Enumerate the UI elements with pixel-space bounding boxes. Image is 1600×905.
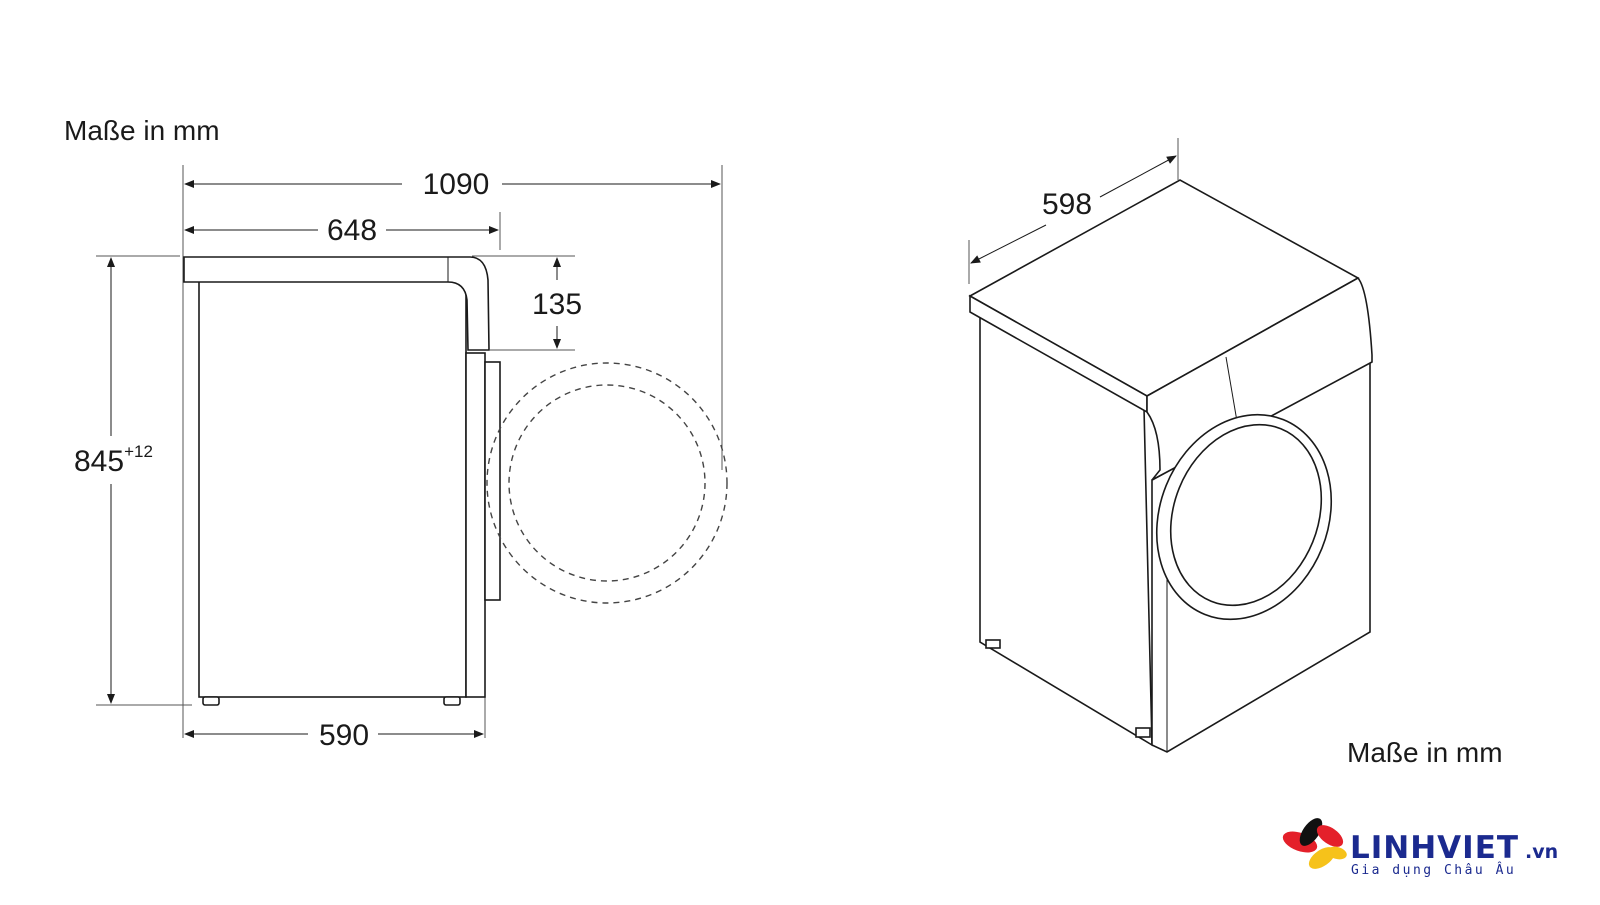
side-view-caption: Maße in mm: [64, 115, 220, 146]
logo-suffix: .vn: [1525, 841, 1558, 863]
dim-label-845: 845+12: [74, 442, 153, 478]
flower-icon: [1282, 818, 1347, 869]
iso-door-inner: [1169, 423, 1323, 607]
side-body: [198, 279, 467, 698]
dim-label-135: 135: [532, 288, 582, 321]
iso-dim-line-right: [1099, 155, 1177, 198]
dim-label-590: 590: [319, 719, 369, 752]
side-top-plate: [183, 256, 490, 351]
dim-tolerance-845: +12: [124, 442, 153, 461]
dim-label-1090: 1090: [423, 168, 490, 201]
iso-foot-rear: [985, 639, 1001, 649]
side-door-profile: [484, 361, 501, 601]
linhviet-logo: LINHVIET .vn Gia dụng Châu Âu: [1282, 818, 1558, 878]
iso-foot-front: [1135, 727, 1151, 738]
side-view: Maße in mm 1090 648 135 845+12 590: [64, 115, 728, 752]
door-swing-outer: [486, 362, 728, 604]
dim-label-648: 648: [327, 214, 377, 247]
side-foot-front: [443, 696, 461, 706]
logo-tagline: Gia dụng Châu Âu: [1351, 862, 1516, 878]
side-foot-rear: [202, 696, 220, 706]
iso-view: 598 Maße in mm: [968, 138, 1503, 768]
door-swing-inner: [508, 384, 706, 582]
iso-control-panel: [1146, 276, 1373, 481]
iso-dim-label-598: 598: [1042, 188, 1092, 221]
iso-dim-line-left: [970, 224, 1047, 264]
side-front-panel: [465, 352, 486, 698]
iso-view-caption: Maße in mm: [1347, 737, 1503, 768]
logo-name: LINHVIET: [1350, 830, 1519, 866]
